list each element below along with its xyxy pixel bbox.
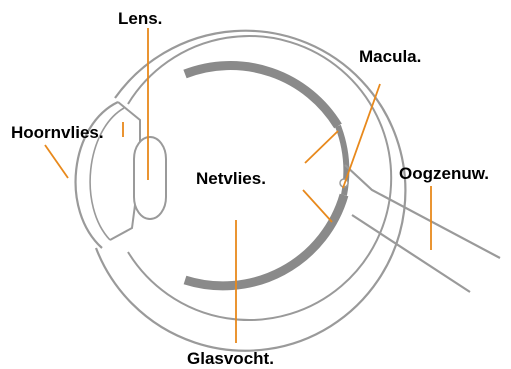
lens-shape (134, 137, 166, 219)
retina-band (185, 66, 338, 126)
cornea-leader (45, 145, 68, 178)
iris-upper (118, 102, 140, 145)
retina-label: Netvlies. (196, 169, 266, 188)
lens-label: Lens. (118, 9, 162, 28)
retina-leader-upper (305, 131, 338, 163)
optic-nerve-label: Oogzenuw. (399, 164, 489, 183)
iris-lower (110, 205, 135, 240)
vitreous-label: Glasvocht. (187, 349, 274, 368)
macula-leader (343, 84, 380, 188)
cornea-label: Hoornvlies. (11, 123, 104, 142)
macula-label: Macula. (359, 47, 421, 66)
retina-leader-lower (303, 190, 332, 222)
